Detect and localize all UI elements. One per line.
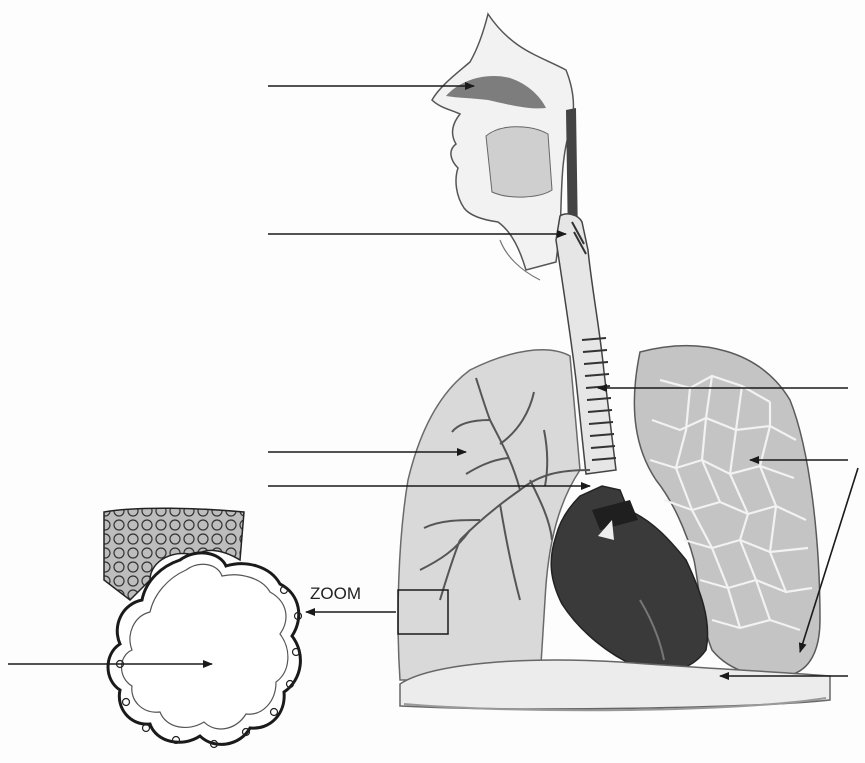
alveolus-cluster [104, 508, 302, 747]
zoom-label: ZOOM [310, 584, 361, 603]
right-lung [398, 350, 590, 680]
zoom-connector: ZOOM [306, 584, 396, 612]
